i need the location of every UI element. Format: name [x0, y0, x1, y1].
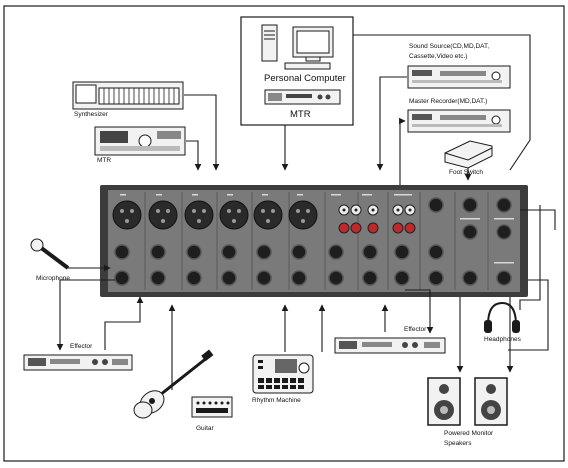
guitar-icon — [133, 349, 214, 419]
connection-line — [519, 205, 541, 310]
headphones-icon — [484, 301, 520, 333]
xlr-jack — [148, 200, 178, 230]
connection-line — [184, 94, 220, 171]
rack-unit-icon — [23, 354, 133, 371]
speaker-icon — [474, 377, 508, 426]
xlr-jack — [288, 200, 318, 230]
connection-line — [399, 117, 406, 185]
connection-line — [508, 279, 549, 351]
microphone-label: Microphone — [36, 275, 70, 282]
sound-source-label-line2: Cassette,Video etc.) — [409, 53, 468, 60]
computer-icon — [261, 24, 334, 70]
rack-unit-icon — [407, 109, 511, 133]
connection-line — [104, 296, 144, 350]
xlr-jack — [184, 200, 214, 230]
stompbox-icon — [191, 396, 233, 418]
rack-unit-icon — [264, 89, 341, 105]
connection-line — [353, 34, 531, 171]
headphones-label: Headphones — [484, 336, 521, 343]
rca-jacks — [338, 204, 416, 234]
personal-computer-label: Personal Computer — [264, 73, 346, 84]
mtr-left-label: MTR — [97, 157, 112, 164]
microphone-icon — [30, 238, 70, 270]
foot-switch-icon — [444, 140, 493, 169]
speaker-icon — [427, 377, 461, 426]
xlr-inputs — [112, 200, 318, 230]
mtr-center-label: MTR — [290, 109, 311, 120]
connection-line — [186, 140, 202, 171]
rhythm-machine-label: Rhythm Machine — [252, 397, 301, 404]
rhythm-machine-icon — [252, 354, 314, 394]
rack-unit-icon — [334, 337, 446, 354]
connection-line — [520, 209, 556, 230]
outer-frame — [3, 5, 565, 462]
synthesizer-icon — [72, 81, 184, 110]
guitar-label: Guitar — [196, 425, 214, 432]
connection-line — [405, 289, 434, 334]
xlr-jack — [253, 200, 283, 230]
xlr-jack — [112, 200, 142, 230]
rack-unit-icon — [407, 65, 511, 89]
connections — [56, 34, 556, 390]
xlr-jack — [219, 200, 249, 230]
effector-right-label: Effector — [404, 326, 427, 333]
synthesizer-label: Synthesizer — [74, 111, 108, 118]
computer-group — [240, 16, 354, 126]
powered-monitor-label-line2: Speakers — [444, 440, 472, 447]
rack-unit-icon — [94, 126, 186, 156]
line-jacks — [114, 197, 512, 286]
powered-monitor-label: Powered Monitor — [444, 430, 494, 437]
foot-switch-label: Foot Switch — [449, 169, 483, 176]
mixer — [100, 185, 528, 297]
connection-line — [376, 76, 407, 171]
sound-source-label: Sound Source(CD,MD,DAT, — [409, 43, 490, 50]
master-recorder-label: Master Recorder(MD,DAT.) — [409, 98, 488, 105]
connection-line — [56, 279, 115, 351]
effector-left-label: Effector — [70, 343, 93, 350]
